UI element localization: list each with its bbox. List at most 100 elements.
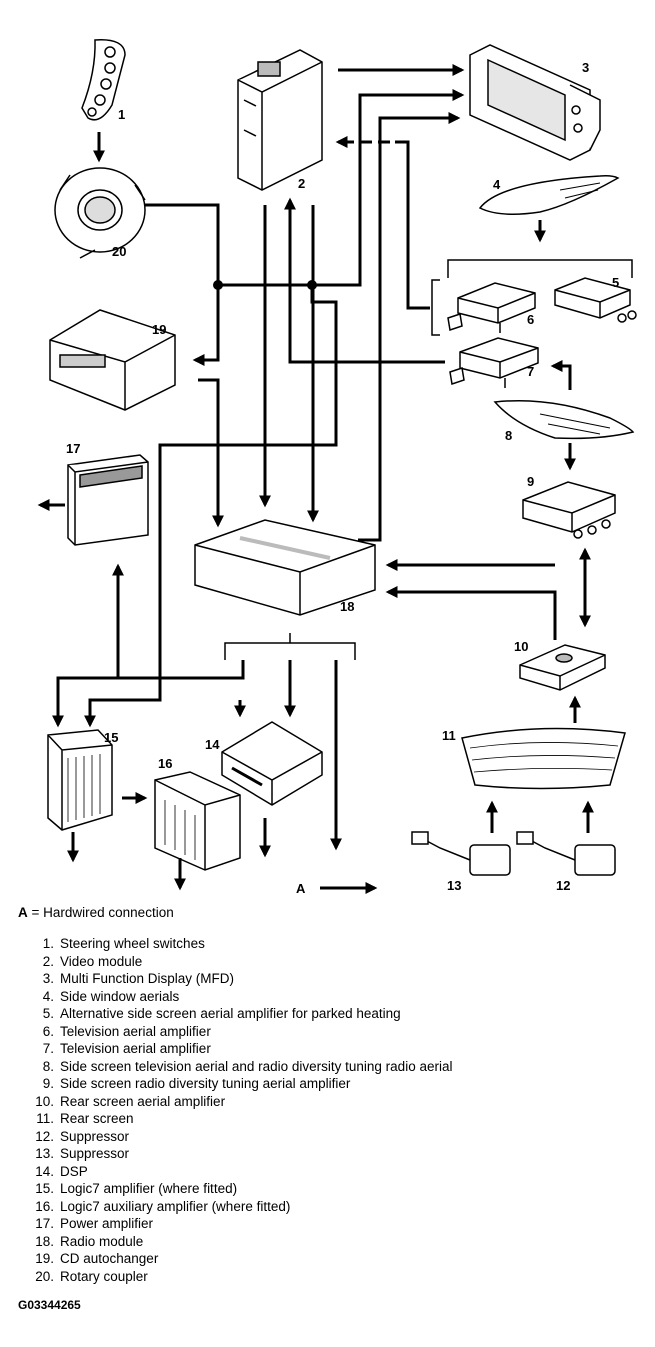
legend-item: 16. Logic7 auxiliary amplifier (where fit… [20,1198,452,1216]
legend-item: 20. Rotary coupler [20,1268,452,1286]
legend-label: Suppressor [60,1146,130,1161]
callout-2: 2 [298,176,305,191]
dsp-icon [221,721,323,806]
callout-13: 13 [447,878,461,893]
legend-label: Rear screen [60,1111,134,1126]
legend-item: 18. Radio module [20,1233,452,1251]
amplifier-box-icon [519,644,606,691]
legend-index: 11. [36,1111,54,1126]
legend-label: Side screen television aerial and radio … [60,1058,453,1074]
legend-item: 5. Alternative side screen aerial amplifi… [20,1005,452,1023]
suppressor-icon [411,831,511,876]
power-amplifier-icon [67,454,149,546]
legend-list: 1.Steering wheel switches 2.Video module… [20,935,452,1285]
legend-index: 3. [42,971,54,986]
callout-14: 14 [205,737,220,752]
legend-item: 13. Suppressor [20,1145,452,1163]
cd-autochanger-icon [49,309,176,411]
legend-index: 7. [42,1041,54,1056]
callout-17: 17 [66,441,80,456]
legend-item: 19. CD autochanger [20,1250,452,1268]
legend-item: 1.Steering wheel switches [20,935,452,953]
callout-20: 20 [112,244,126,259]
legend-item: 7. Television aerial amplifier [20,1040,452,1058]
legend-index: 16. [35,1198,54,1214]
legend-item: 4. Side window aerials [20,988,452,1006]
callout-15: 15 [104,730,118,745]
side-window-aerial-icon [478,175,620,215]
legend-index: 18. [35,1233,54,1249]
legend-index: 12. [35,1128,54,1144]
logic7-amplifier-icon [154,771,241,871]
legend-index: 10. [35,1093,54,1109]
connection-lines [37,64,633,894]
legend-index: 9. [42,1076,54,1091]
callout-4: 4 [493,177,501,192]
legend-label: Rotary coupler [60,1268,148,1284]
logic7-amplifier-icon [47,729,113,831]
legend-index: 15. [35,1181,54,1196]
rotary-coupler-icon [54,167,146,259]
legend-index: 14. [35,1163,54,1179]
legend-item: 12. Suppressor [20,1128,452,1146]
legend-label: DSP [60,1163,88,1179]
legend-key: A = Hardwired connection [18,905,174,920]
callout-numbers: 1 2 3 4 5 6 7 8 9 10 11 12 13 14 15 16 1… [66,60,619,896]
figure-id: G03344265 [18,1298,81,1312]
legend-index: 13. [35,1146,54,1161]
legend-index: 19. [35,1251,54,1266]
legend-label: Rear screen aerial amplifier [60,1093,226,1109]
legend-item: 17.Power amplifier [20,1215,452,1233]
legend-item: 15. Logic7 amplifier (where fitted) [20,1180,452,1198]
legend-item: 8. Side screen television aerial and radi… [20,1058,453,1076]
callout-1: 1 [118,107,125,122]
callout-19: 19 [152,322,166,337]
callout-11: 11 [442,728,456,743]
legend-index: 5. [42,1006,54,1021]
amplifier-box-icon [447,282,536,333]
suppressor-icon [516,831,616,876]
callout-5: 5 [612,275,619,290]
legend-item: 14. DSP [20,1163,452,1181]
legend-label: Television aerial amplifier [60,1023,211,1039]
legend-item: 3.Multi Function Display (MFD) [20,970,452,988]
legend-label: Television aerial amplifier [60,1041,211,1056]
legend-label: Power amplifier [60,1216,154,1231]
legend-label: Logic7 amplifier (where fitted) [60,1181,238,1196]
legend-index: 20. [35,1268,54,1284]
callout-8: 8 [505,428,512,443]
legend-key-letter: A [18,905,28,920]
radio-module-icon [194,519,376,616]
legend-label: CD autochanger [60,1251,159,1266]
junction-dots [213,280,317,290]
rear-screen-icon [461,727,626,790]
wiring-diagram: 1 2 3 4 5 6 7 8 9 10 11 12 13 14 15 16 1… [37,39,637,896]
video-module-icon [237,49,323,191]
hardwired-marker: A [296,881,306,896]
side-window-aerial-icon [493,399,635,440]
steering-wheel-switches-icon [81,39,126,121]
legend-label: Suppressor [60,1128,130,1144]
amplifier-box-icon [449,337,539,388]
legend-item: 10. Rear screen aerial amplifier [20,1093,452,1111]
callout-16: 16 [158,756,172,771]
callout-7: 7 [527,364,534,379]
legend-label: Side screen radio diversity tuning aeria… [60,1076,351,1091]
legend-item: 2.Video module [20,953,452,971]
legend-key-text: = Hardwired connection [27,905,174,920]
legend-index: 8. [42,1058,54,1074]
legend-label: Alternative side screen aerial amplifier… [60,1006,401,1021]
callout-12: 12 [556,878,570,893]
amplifier-box-icon [554,277,637,323]
callout-18: 18 [340,599,354,614]
callout-10: 10 [514,639,528,654]
mfd-icon [469,44,601,161]
legend-label: Steering wheel switches [60,936,205,951]
callout-9: 9 [527,474,534,489]
legend-label: Radio module [60,1233,144,1249]
legend-index: 4. [42,988,54,1004]
legend-label: Side window aerials [60,988,180,1004]
legend-item: 9. Side screen radio diversity tuning aer… [20,1075,452,1093]
legend-label: Logic7 auxiliary amplifier (where fitted… [60,1198,291,1214]
legend-index: 2. [42,953,54,969]
